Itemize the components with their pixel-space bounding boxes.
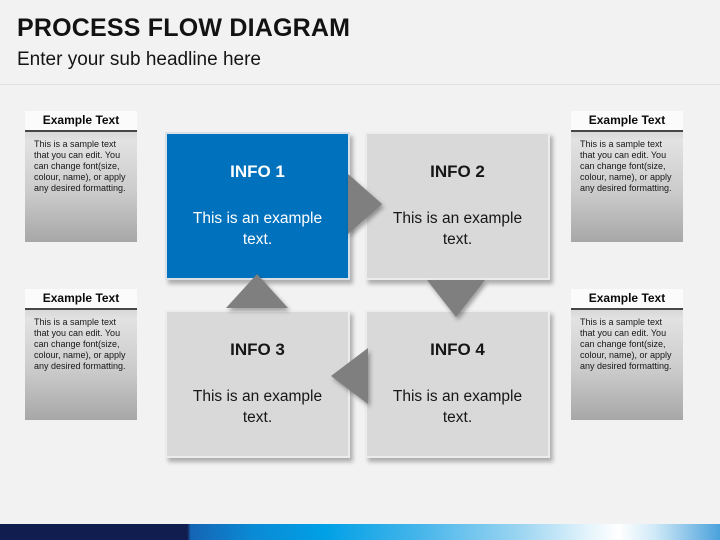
info-box-3: INFO 3 This is an example text.	[165, 310, 350, 458]
panel-header: Example Text	[25, 289, 137, 308]
example-panel-top-right: Example Text This is a sample text that …	[571, 111, 683, 242]
panel-rule	[25, 130, 137, 132]
panel-rule	[571, 308, 683, 310]
panel-body-text: This is a sample text that you can edit.…	[571, 132, 683, 242]
info-box-text: This is an example text.	[392, 210, 523, 248]
header-divider	[0, 84, 720, 85]
flow-arrow-right-icon	[348, 174, 382, 234]
flow-arrow-left-icon	[331, 348, 368, 404]
panel-body-text: This is a sample text that you can edit.…	[25, 132, 137, 242]
panel-rule	[571, 130, 683, 132]
example-panel-bottom-right: Example Text This is a sample text that …	[571, 289, 683, 420]
bottom-accent-bar	[0, 524, 720, 540]
flow-arrow-up-icon	[226, 274, 288, 308]
panel-body-text: This is a sample text that you can edit.…	[571, 310, 683, 420]
info-box-title: INFO 3	[230, 340, 285, 359]
info-box-text: This is an example text.	[392, 388, 523, 426]
panel-header: Example Text	[25, 111, 137, 130]
info-box-1: INFO 1 This is an example text.	[165, 132, 350, 280]
panel-body-text: This is a sample text that you can edit.…	[25, 310, 137, 420]
info-box-text: This is an example text.	[192, 388, 323, 426]
page-title: PROCESS FLOW DIAGRAM	[17, 14, 351, 42]
panel-header: Example Text	[571, 111, 683, 130]
example-panel-top-left: Example Text This is a sample text that …	[25, 111, 137, 242]
info-box-text: This is an example text.	[192, 210, 323, 248]
flow-arrow-down-icon	[427, 280, 485, 317]
panel-rule	[25, 308, 137, 310]
info-box-title: INFO 1	[230, 162, 285, 181]
panel-header: Example Text	[571, 289, 683, 308]
page-subtitle: Enter your sub headline here	[17, 49, 261, 70]
example-panel-bottom-left: Example Text This is a sample text that …	[25, 289, 137, 420]
info-box-title: INFO 2	[430, 162, 485, 181]
info-box-2: INFO 2 This is an example text.	[365, 132, 550, 280]
info-box-title: INFO 4	[430, 340, 485, 359]
info-box-4: INFO 4 This is an example text.	[365, 310, 550, 458]
